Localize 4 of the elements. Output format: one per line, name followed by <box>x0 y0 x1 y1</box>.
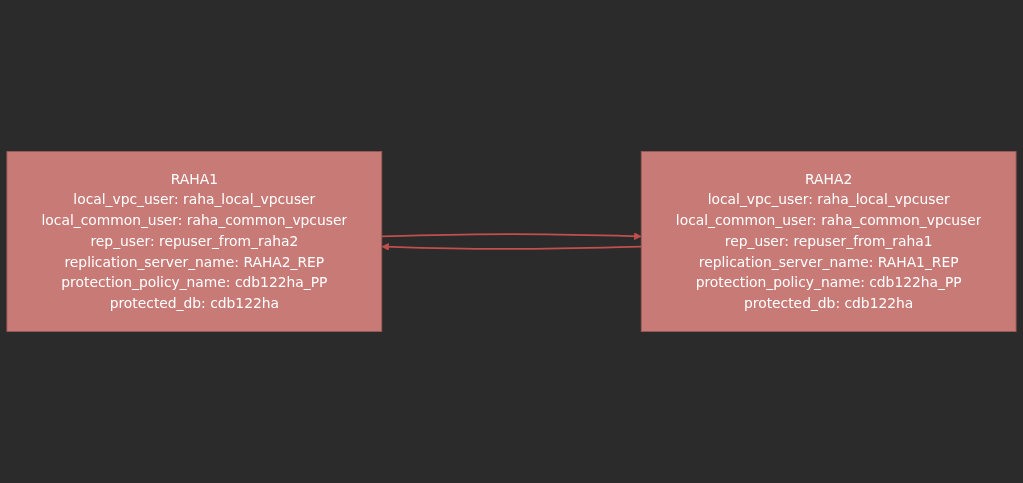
node-box: RAHA2 local_vpc_user: raha_local_vpcuser local_common_user: raha_common_vpcuser rep_user: repuser_from_raha1 replication_server_name: RAHA1_REP protection_policy_name: cdb122ha_PP protected_db: cdb122ha <box>640 151 1017 332</box>
node-box: RAHA1 local_vpc_user: raha_local_vpcuser local_common_user: raha_common_vpcuser rep_user: repuser_from_raha2 replication_server_name: RAHA2_REP protection_policy_name: cdb122ha_PP protected_db: cdb122ha <box>6 151 383 332</box>
arrow <box>380 232 642 240</box>
arrow <box>381 243 643 251</box>
